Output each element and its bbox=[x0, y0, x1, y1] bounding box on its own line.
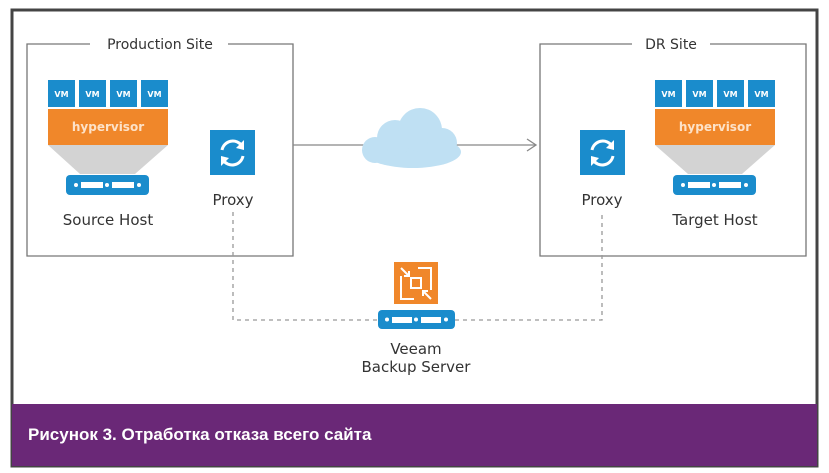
target-host-label: Target Host bbox=[671, 211, 757, 229]
dr-site-box bbox=[539, 43, 807, 257]
veeam-icon bbox=[394, 262, 438, 304]
dr-proxy-label: Proxy bbox=[581, 191, 622, 209]
source-server-icon bbox=[66, 175, 149, 195]
svg-text:VM: VM bbox=[85, 90, 99, 99]
svg-text:VM: VM bbox=[147, 90, 161, 99]
proxy-sync-icon bbox=[580, 130, 625, 175]
source-hypervisor bbox=[48, 109, 168, 145]
backup-server-label-2: Backup Server bbox=[362, 358, 472, 376]
svg-text:VM: VM bbox=[754, 90, 768, 99]
caption-bar: Рисунок 3. Отработка отказа всего сайта bbox=[12, 404, 817, 466]
svg-text:VM: VM bbox=[723, 90, 737, 99]
svg-text:VM: VM bbox=[661, 90, 675, 99]
management-link bbox=[232, 212, 603, 321]
svg-text:hypervisor: hypervisor bbox=[679, 120, 751, 134]
figure-caption: Рисунок 3. Отработка отказа всего сайта bbox=[28, 425, 372, 444]
dr-site-title: DR Site bbox=[645, 37, 697, 53]
proxy-sync-icon bbox=[210, 130, 255, 175]
target-vms: VM VM VM VM bbox=[655, 80, 775, 107]
source-host-label: Source Host bbox=[63, 211, 154, 229]
svg-text:hypervisor: hypervisor bbox=[72, 120, 144, 134]
target-hypervisor bbox=[655, 109, 775, 145]
source-vms: VM VM VM VM bbox=[48, 80, 168, 107]
backup-server-label-1: Veeam bbox=[390, 340, 441, 358]
svg-text:VM: VM bbox=[692, 90, 706, 99]
svg-text:VM: VM bbox=[54, 90, 68, 99]
target-server-icon bbox=[673, 175, 756, 195]
production-site-title: Production Site bbox=[107, 37, 213, 53]
backup-server-icon bbox=[378, 310, 455, 329]
cloud-icon bbox=[362, 108, 461, 168]
source-proxy-label: Proxy bbox=[212, 191, 253, 209]
svg-text:VM: VM bbox=[116, 90, 130, 99]
outer-frame bbox=[10, 8, 819, 468]
production-site-box bbox=[26, 43, 294, 257]
